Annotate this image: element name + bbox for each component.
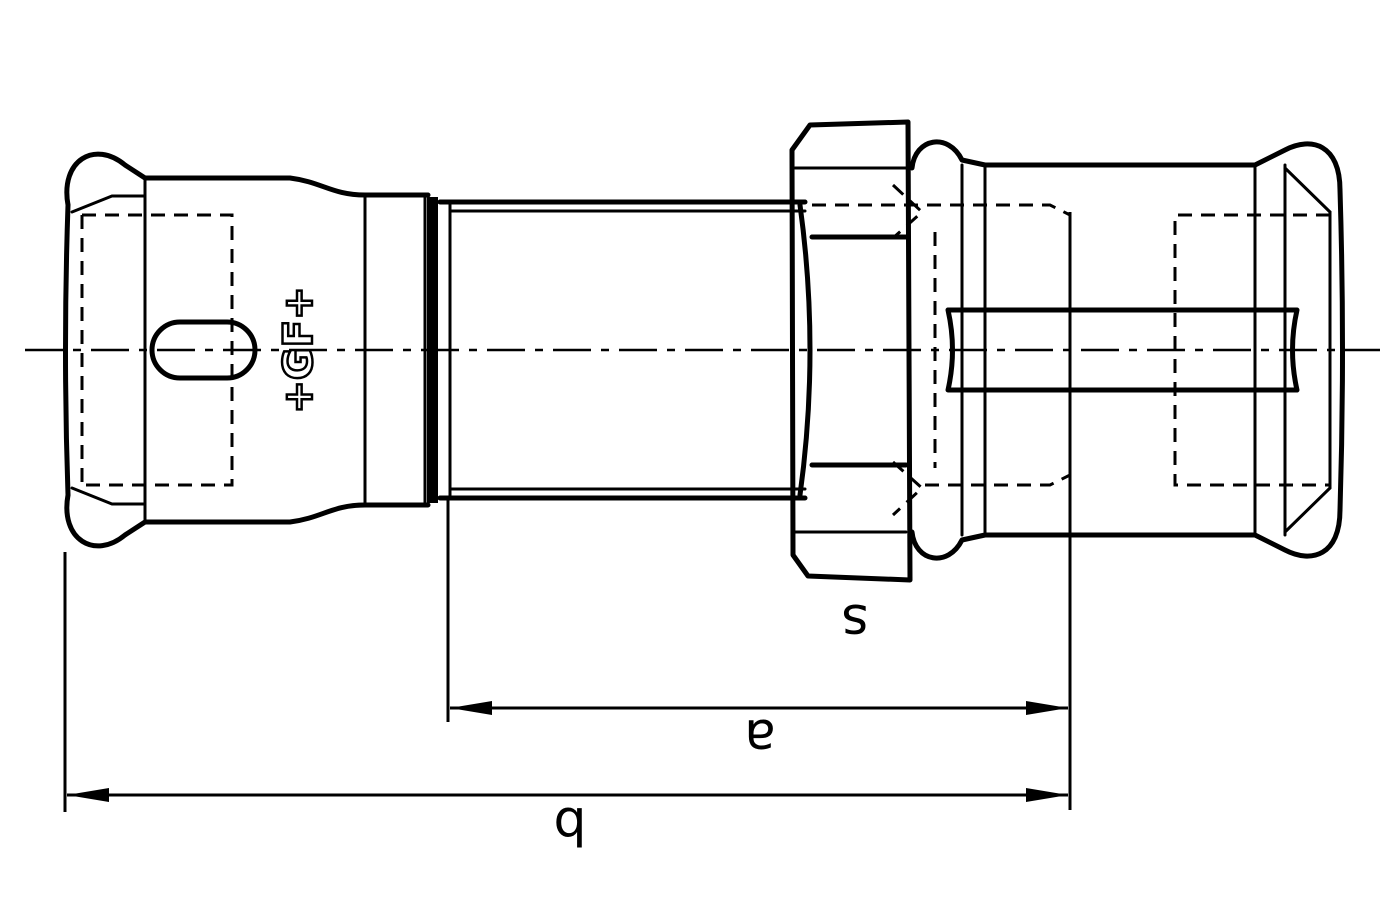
hex-nut-hidden-bottom: [891, 460, 925, 517]
left-collar-ring: [427, 197, 438, 503]
right-inspection-window: [945, 307, 1300, 393]
hex-nut-hidden-top: [891, 183, 925, 240]
right-sleeve-hidden-bore-left: [812, 203, 1071, 487]
left-inspection-slot: [149, 319, 258, 381]
dimension-label-s: s: [841, 592, 868, 652]
arrow-b-right: [1026, 788, 1068, 802]
right-sleeve-outline-top: [909, 139, 1343, 193]
arrow-a-left: [450, 701, 492, 715]
dimension-label-b: b: [553, 795, 586, 855]
right-sleeve-hidden-bore-right: [1173, 213, 1330, 487]
arrow-b-left: [67, 788, 109, 802]
threaded-body: [437, 199, 808, 501]
left-sleeve-outline-top: [64, 151, 431, 208]
arrow-a-right: [1026, 701, 1068, 715]
left-press-sleeve: +GF+: [63, 151, 438, 549]
right-bead-inner-top: [1283, 166, 1332, 214]
hex-nut-outline: [789, 119, 913, 583]
dimension-s: s: [841, 592, 868, 652]
left-sleeve-outline-bottom: [64, 492, 431, 549]
left-sleeve-hidden-bore: [80, 213, 234, 487]
left-bead-inner-bottom: [70, 486, 147, 506]
right-sleeve-outline-bottom: [909, 507, 1343, 561]
right-bead-inner-bottom: [1283, 486, 1332, 534]
right-press-sleeve: [812, 139, 1345, 561]
dimension-label-a: a: [744, 707, 776, 767]
left-sleeve-end: [63, 202, 71, 498]
dimension-b: b: [63, 552, 1068, 855]
left-bead-inner-top: [70, 194, 147, 214]
right-sleeve-end: [1337, 187, 1345, 513]
hex-nut: [789, 119, 925, 583]
dimension-a: a: [446, 212, 1072, 810]
hex-nut-flat-curve: [797, 202, 813, 498]
gf-logo: +GF+: [276, 286, 322, 413]
